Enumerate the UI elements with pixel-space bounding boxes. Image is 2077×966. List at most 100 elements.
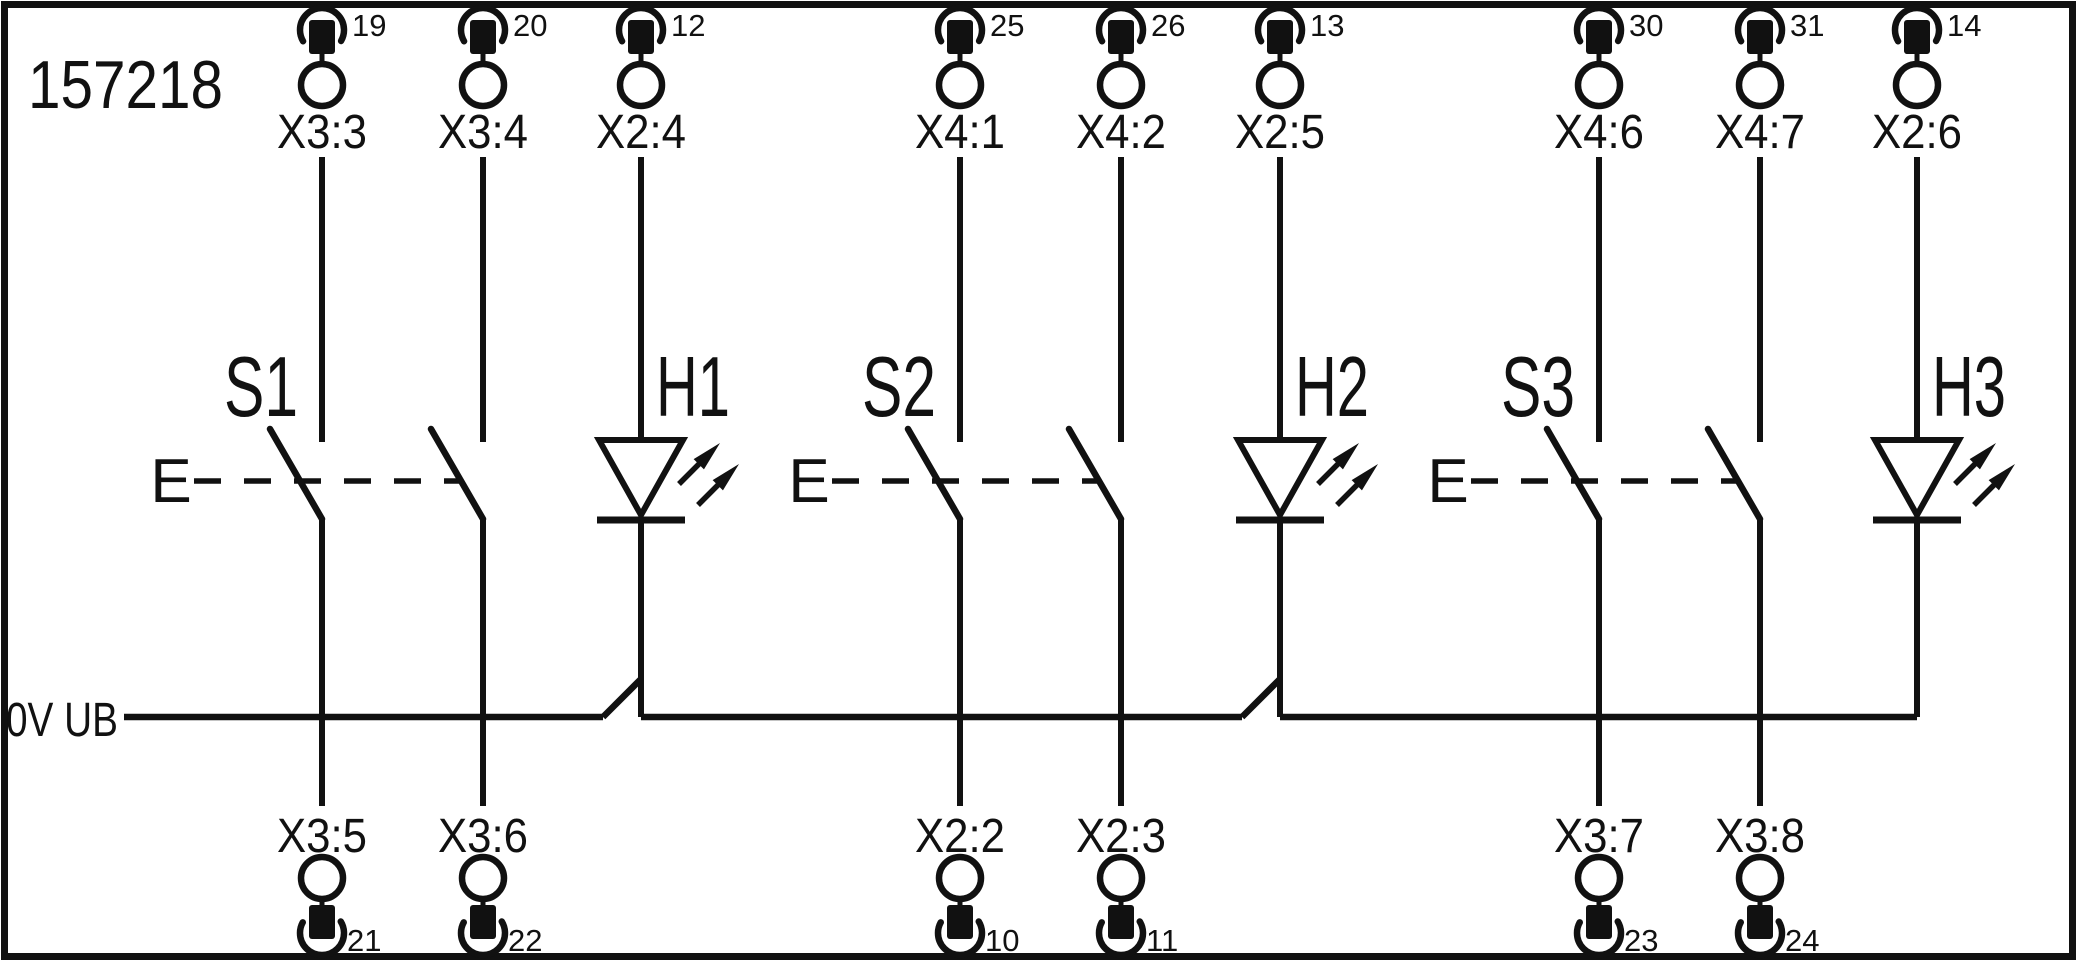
pin-number: 14	[1947, 8, 1981, 43]
actuator-label: E	[788, 447, 829, 516]
bus-joint-diagonal	[1239, 676, 1283, 720]
socket-arc-icon	[934, 907, 986, 959]
terminal-circle	[1892, 60, 1942, 110]
terminal-bottom-X3:6: X3:622	[438, 810, 542, 959]
led-lamp	[1232, 157, 1378, 717]
bus-joint-diagonal	[600, 676, 644, 720]
plug-pin-icon	[1747, 20, 1773, 54]
switch-blade	[1065, 425, 1125, 523]
switch-blade	[427, 425, 487, 523]
switch-contact-2	[427, 157, 487, 806]
terminal-label: X2:4	[596, 106, 686, 159]
plug-pin-icon	[309, 20, 335, 54]
pin-number: 13	[1310, 8, 1344, 43]
switch-contact-2	[1704, 157, 1764, 806]
plug-pin-icon	[470, 20, 496, 54]
terminal-circle	[1735, 853, 1785, 903]
pin-number: 22	[508, 923, 542, 958]
switch-contact-1	[266, 157, 326, 806]
plug-pin-icon	[947, 20, 973, 54]
plug-pin-icon	[1108, 20, 1134, 54]
terminal-circle	[458, 60, 508, 110]
bus-0v: 0V UB	[6, 676, 1917, 747]
socket-arc-icon	[1891, 4, 1943, 56]
socket-arc-icon	[457, 4, 509, 56]
terminal-circle	[1096, 853, 1146, 903]
led-lamp	[593, 157, 739, 717]
terminal-circle	[1574, 60, 1624, 110]
lamp-label: H1	[656, 340, 730, 435]
bus-label: 0V UB	[6, 694, 118, 747]
arrow-head	[1969, 443, 1996, 470]
terminal-circle	[458, 853, 508, 903]
terminal-label: X3:4	[438, 106, 528, 159]
socket-arc-icon	[1734, 907, 1786, 959]
pin-number: 10	[985, 923, 1019, 958]
socket-arc-icon	[1254, 4, 1306, 56]
terminal-label: X4:1	[915, 106, 1005, 159]
socket-arc-icon	[296, 4, 348, 56]
pin-number: 19	[352, 8, 386, 43]
terminal-circle	[297, 60, 347, 110]
terminal-label: X4:7	[1715, 106, 1805, 159]
terminal-circle	[297, 853, 347, 903]
terminal-label: X3:3	[277, 106, 367, 159]
led-lamp	[1869, 157, 2015, 717]
socket-arc-icon	[296, 907, 348, 959]
plug-pin-icon	[1586, 20, 1612, 54]
pin-number: 30	[1629, 8, 1663, 43]
diode-triangle	[593, 437, 689, 522]
socket-arc-icon	[1734, 4, 1786, 56]
terminal-bottom-X3:5: X3:521	[277, 810, 381, 959]
actuator-label: E	[150, 447, 191, 516]
plug-pin-icon	[1747, 905, 1773, 939]
terminal-label: X2:6	[1872, 106, 1962, 159]
drawing-number: 157218	[28, 47, 223, 123]
switch-label: S3	[1501, 340, 1575, 435]
switch-blade	[266, 425, 326, 523]
socket-arc-icon	[457, 907, 509, 959]
switch-blade	[1704, 425, 1764, 523]
terminal-bottom-X2:3: X2:311	[1076, 810, 1178, 959]
pin-number: 12	[671, 8, 705, 43]
pin-number: 31	[1790, 8, 1824, 43]
pin-number: 21	[347, 923, 381, 958]
socket-arc-icon	[615, 4, 667, 56]
light-emission-arrows-icon	[1316, 443, 1378, 507]
lamp-label: H2	[1295, 340, 1369, 435]
terminal-bottom-X3:8: X3:824	[1715, 810, 1819, 959]
terminal-label: X2:5	[1235, 106, 1325, 159]
terminal-circle	[1096, 60, 1146, 110]
plug-pin-icon	[1267, 20, 1293, 54]
light-emission-arrows-icon	[1953, 443, 2015, 507]
pin-number: 20	[513, 8, 547, 43]
pin-number: 23	[1624, 923, 1658, 958]
terminal-bottom-X3:7: X3:723	[1554, 810, 1658, 959]
switch-blade	[904, 425, 964, 523]
arrow-head	[693, 443, 720, 470]
socket-arc-icon	[1573, 4, 1625, 56]
switch-contact-1	[1543, 157, 1603, 806]
terminal-circle	[935, 60, 985, 110]
terminal-circle	[1574, 853, 1624, 903]
plug-pin-icon	[1904, 20, 1930, 54]
diode-triangle	[1869, 437, 1965, 522]
switch-contact-1	[904, 157, 964, 806]
switch-label: S2	[862, 340, 936, 435]
terminal-label: X4:6	[1554, 106, 1644, 159]
pin-number: 26	[1151, 8, 1185, 43]
switch-contact-2	[1065, 157, 1125, 806]
plug-pin-icon	[1108, 905, 1134, 939]
pin-number: 11	[1146, 923, 1178, 958]
